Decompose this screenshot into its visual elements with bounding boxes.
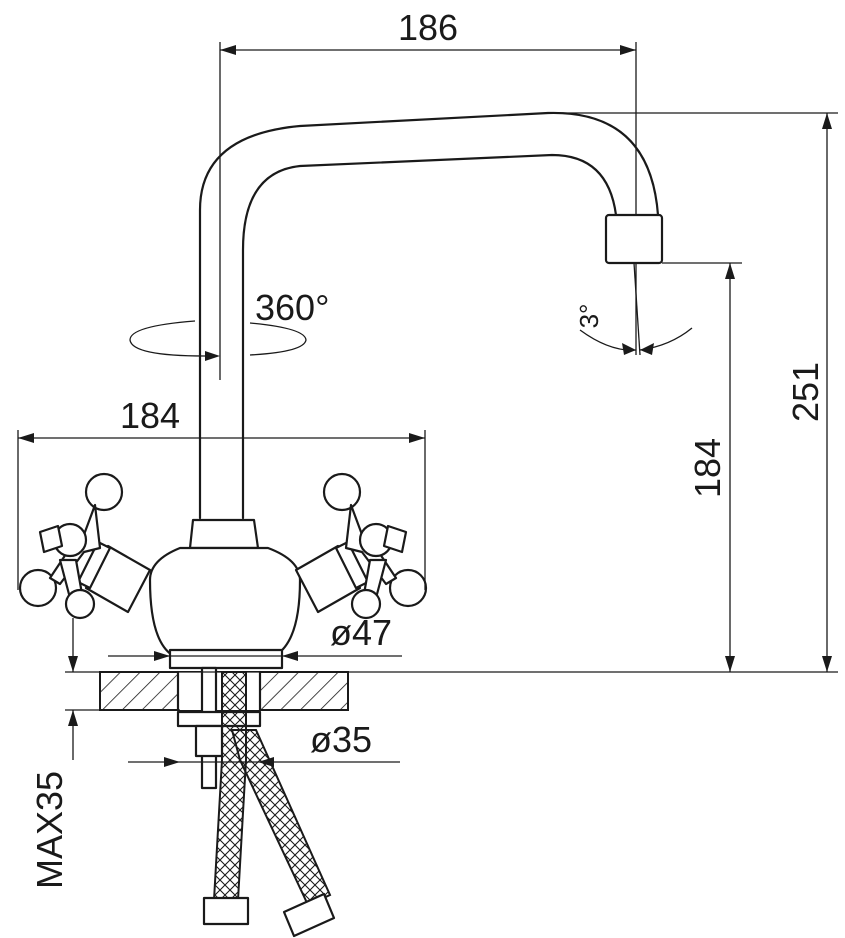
dimension-lines [17,42,838,767]
hose-nut-left [202,896,250,926]
max-thickness-label: MAX35 [29,771,70,889]
handle-span-label: 184 [120,395,180,436]
hose-nut-right [282,892,336,938]
base-diameter-label: ø47 [330,612,392,653]
rotation-indicator [129,320,307,361]
left-handle [18,472,152,620]
mounting-shank [176,666,262,790]
supply-hoses [202,671,336,938]
rotation-label: 360° [255,287,329,328]
shank-diameter-label: ø35 [310,719,372,760]
faucet-body [148,518,302,670]
total-height-label: 251 [785,362,826,422]
tilt-angle-label: 3° [574,304,604,329]
outlet-height-label: 184 [687,438,728,498]
right-handle [294,472,428,620]
spout [198,111,664,520]
spout-reach-label: 186 [398,7,458,48]
aerator [604,213,664,265]
